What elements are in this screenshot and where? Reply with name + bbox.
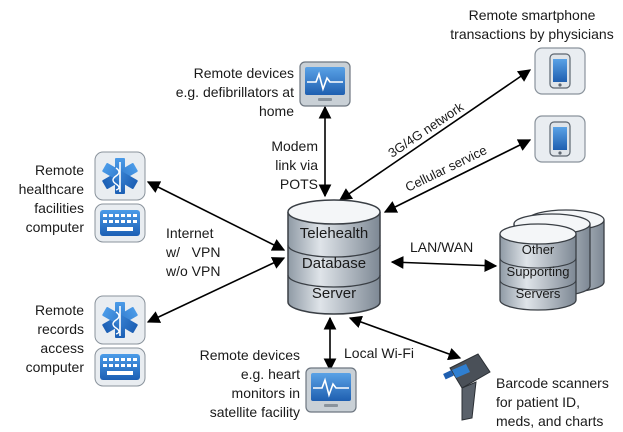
arrow-barcode <box>348 315 462 361</box>
remote-healthcare-line-2: healthcare <box>19 181 85 197</box>
barcode-line-3: meds, and charts <box>496 413 603 429</box>
internet-line-2: w/ VPN <box>165 244 220 260</box>
remote-heart-line-2: e.g. heart <box>241 366 300 382</box>
arrow-internet-top <box>146 181 286 251</box>
label-internet: Internet w/ VPN w/o VPN <box>165 225 220 279</box>
remote-heart-line-3: monitors in <box>232 385 300 401</box>
medical-star-icon <box>94 295 146 345</box>
remote-defib-line-1: Remote devices <box>194 65 294 81</box>
medical-star-icon <box>94 151 146 201</box>
supporting-line-1: Other <box>522 242 555 257</box>
barcode-line-1: Barcode scanners <box>496 375 609 391</box>
keyboard-icon <box>94 203 146 243</box>
label-3g4g: 3G/4G network <box>385 99 466 161</box>
remote-healthcare-line-3: facilities <box>34 200 84 216</box>
label-cellular: Cellular service <box>403 142 489 194</box>
modem-line-1: Modem <box>271 138 318 154</box>
modem-line-3: POTS <box>280 176 318 192</box>
remote-records-line-1: Remote <box>35 302 84 318</box>
label-modem: Modem link via POTS <box>271 138 318 192</box>
arrow-3g4g <box>338 69 532 201</box>
server-line-3: Server <box>312 285 356 302</box>
label-remote-smartphone: Remote smartphone transactions by physic… <box>450 7 613 42</box>
remote-healthcare-line-1: Remote <box>35 162 84 178</box>
arrows <box>146 69 532 372</box>
remote-records-line-3: access <box>40 340 84 356</box>
barcode-scanner-icon <box>443 353 491 421</box>
database-icon: Telehealth Database Server <box>287 199 381 315</box>
internet-line-3: w/o VPN <box>165 263 220 279</box>
barcode-line-2: for patient ID, <box>496 394 580 410</box>
remote-smartphone-line-1: Remote smartphone <box>469 7 596 23</box>
remote-heart-line-1: Remote devices <box>200 347 300 363</box>
server-line-1: Telehealth <box>300 225 368 242</box>
arrow-cellular <box>383 139 532 213</box>
smartphone-icon <box>534 47 586 95</box>
keyboard-icon <box>94 347 146 387</box>
monitor-icon <box>305 367 357 413</box>
internet-line-1: Internet <box>166 225 214 241</box>
remote-defib-line-2: e.g. defibrillators at <box>176 84 294 100</box>
label-remote-heart: Remote devices e.g. heart monitors in sa… <box>200 347 300 420</box>
server-line-2: Database <box>302 255 366 272</box>
monitor-icon <box>299 61 351 107</box>
remote-records-line-2: records <box>37 321 84 337</box>
label-remote-healthcare: Remote healthcare facilities computer <box>19 162 85 235</box>
remote-records-line-4: computer <box>26 359 85 375</box>
supporting-line-2: Supporting <box>507 264 570 279</box>
label-local-wifi: Local Wi-Fi <box>344 345 414 361</box>
label-remote-records: Remote records access computer <box>26 302 85 375</box>
label-remote-defib: Remote devices e.g. defibrillators at ho… <box>176 65 295 119</box>
remote-heart-line-4: satellite facility <box>210 404 300 420</box>
label-barcode: Barcode scanners for patient ID, meds, a… <box>496 375 609 429</box>
remote-smartphone-line-2: transactions by physicians <box>450 26 613 42</box>
remote-defib-line-3: home <box>259 103 294 119</box>
server-stack-icon: Other Supporting Servers <box>499 209 605 311</box>
label-lan-wan: LAN/WAN <box>410 239 473 255</box>
arrow-lan-wan <box>390 256 498 272</box>
remote-healthcare-line-4: computer <box>26 219 85 235</box>
supporting-line-3: Servers <box>516 286 561 301</box>
arrow-internet-bottom <box>146 257 286 323</box>
modem-line-2: link via <box>275 157 318 173</box>
smartphone-icon <box>534 115 586 163</box>
